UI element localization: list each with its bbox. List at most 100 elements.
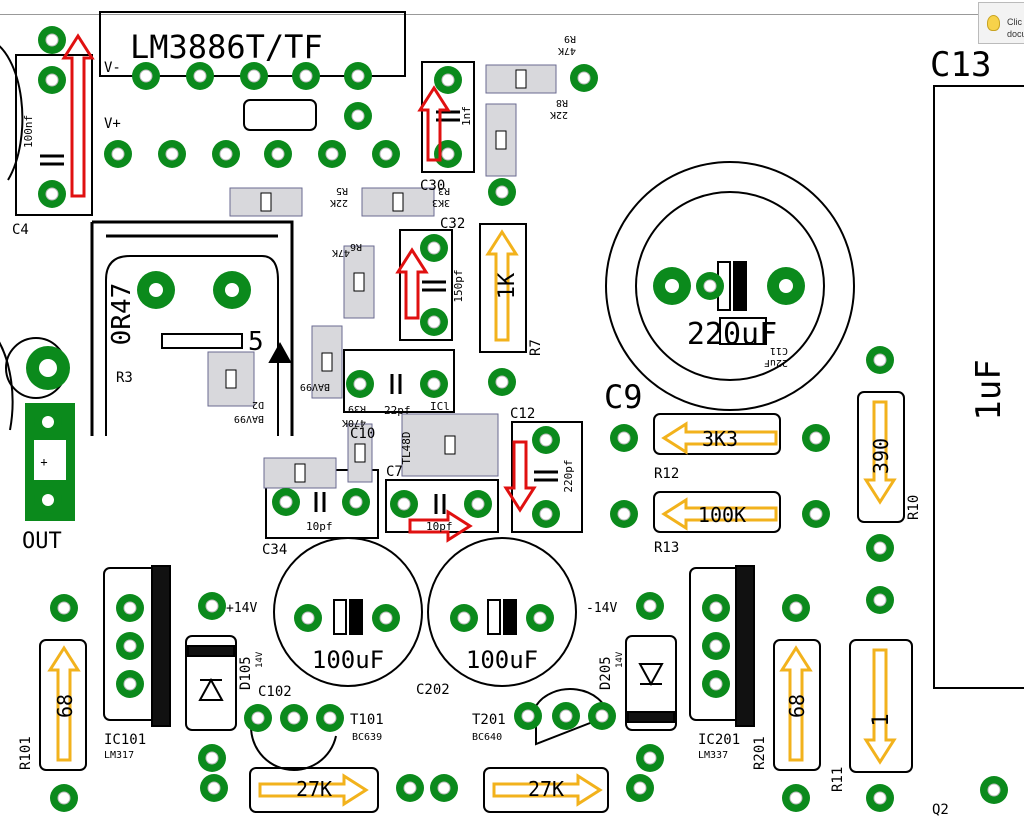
t201p-label: BC640 <box>472 732 502 743</box>
pad-hole-52 <box>123 639 137 653</box>
pad-hole-40 <box>471 497 485 511</box>
t101-label: T101 <box>350 712 384 728</box>
pad-hole-27 <box>353 377 367 391</box>
v-minus-label: V- <box>104 60 121 76</box>
big-pad-hole-2 <box>665 279 679 293</box>
q2-label: Q2 <box>932 802 949 818</box>
c11-outline <box>719 317 767 345</box>
ic201p-label: LM337 <box>698 750 728 761</box>
pad-hole-6 <box>299 69 313 83</box>
pad-hole-53 <box>123 677 137 691</box>
pad-hole-10 <box>219 147 233 161</box>
smd-center-3 <box>392 192 404 212</box>
c30-val-label: 1nf <box>460 106 473 126</box>
c220-outer <box>605 161 855 411</box>
d1v-label: BAV99 <box>300 381 330 392</box>
arrow-r13 <box>661 497 778 531</box>
tooltip-popup[interactable]: Clic docu <box>978 2 1024 44</box>
r3-val-label: 0R47 <box>107 283 137 346</box>
r9v-label: 47K <box>558 45 576 56</box>
t101p-label: BC639 <box>352 732 382 743</box>
c100a-band-dark <box>349 599 363 635</box>
r8-label: R8 <box>556 97 568 108</box>
out-pad-hole <box>39 359 57 377</box>
r13-val-label: 100K <box>698 503 746 527</box>
d105-symbol <box>198 677 224 701</box>
pad-hole-57 <box>789 601 803 615</box>
pad-hole-41 <box>57 601 71 615</box>
pad-hole-47 <box>457 611 471 625</box>
chip-title-label: LM3886T/TF <box>130 28 323 66</box>
s1-body <box>243 99 317 131</box>
c220-label: 220uF <box>687 317 777 352</box>
c32-symbol <box>422 280 446 292</box>
pad-hole-60 <box>873 791 887 805</box>
pad-hole-43 <box>205 599 219 613</box>
ic101-label: IC101 <box>104 732 146 748</box>
c100b-band-dark <box>503 599 517 635</box>
c220-inner <box>635 191 825 381</box>
pad-hole-50 <box>643 751 657 765</box>
c100b-outline <box>427 537 577 687</box>
c12-symbol <box>534 470 558 482</box>
r3-outline <box>105 255 279 436</box>
arrow-r7 <box>485 229 519 342</box>
r6v-label: 47K <box>332 247 350 258</box>
pad-hole-4 <box>193 69 207 83</box>
pad-hole-3 <box>139 69 153 83</box>
c11v-label: 22uF <box>764 357 788 368</box>
pad-hole-37 <box>279 495 293 509</box>
pad-hole-19 <box>495 375 509 389</box>
out-terminal-gap <box>34 440 66 480</box>
d2-label: D2 <box>252 399 264 410</box>
arrow-r12 <box>661 421 778 455</box>
pad-hole-34 <box>809 507 823 521</box>
pad-hole-13 <box>379 147 393 161</box>
smd-center-6 <box>225 369 237 389</box>
ic101p-label: LM317 <box>104 750 134 761</box>
pad-hole-58 <box>789 791 803 805</box>
pad-hole-39 <box>397 497 411 511</box>
out-term-hole-1 <box>42 494 54 506</box>
pad-hole-56 <box>709 677 723 691</box>
smd-center-1 <box>495 130 507 150</box>
r5-label: R5 <box>336 185 348 196</box>
pad-hole-17 <box>577 71 591 85</box>
pad-hole-62 <box>287 711 301 725</box>
pad-hole-35 <box>873 353 887 367</box>
r3-label: R3 <box>116 370 133 386</box>
arrow-r10 <box>863 400 897 505</box>
r9-label: R9 <box>564 33 576 44</box>
r101-body <box>39 639 87 771</box>
pad-hole-28 <box>427 377 441 391</box>
left-arc-top <box>0 45 24 181</box>
pad-hole-46 <box>379 611 393 625</box>
c30-outline <box>421 61 475 173</box>
arrow-c7 <box>408 509 473 543</box>
c32-outline <box>399 229 453 341</box>
c34-label: C34 <box>262 542 287 558</box>
r12-val-label: 3K3 <box>702 427 738 451</box>
five-label: 5 <box>248 327 264 357</box>
c12-outline <box>511 421 583 533</box>
window-top-border <box>0 14 978 15</box>
r12-label: R12 <box>654 466 679 482</box>
pad-hole-18 <box>495 185 509 199</box>
pad-hole-42 <box>57 791 71 805</box>
pad-hole-70 <box>633 781 647 795</box>
r3-body-small <box>161 333 243 349</box>
smd-center-8 <box>354 443 366 463</box>
pad-hole-7 <box>351 69 365 83</box>
pad-hole-55 <box>709 639 723 653</box>
c202-label: C202 <box>416 682 450 698</box>
d205-body <box>625 635 677 731</box>
pad-hole-0 <box>45 33 59 47</box>
c34-symbol <box>314 492 326 512</box>
ic101-heatsink <box>151 565 171 727</box>
pad-hole-61 <box>251 711 265 725</box>
r7-val-label: 1K <box>495 272 520 299</box>
d205-symbol <box>638 663 664 687</box>
pad-hole-59 <box>873 593 887 607</box>
c9-label: C9 <box>604 378 643 416</box>
r5v-label: 22K <box>330 197 348 208</box>
